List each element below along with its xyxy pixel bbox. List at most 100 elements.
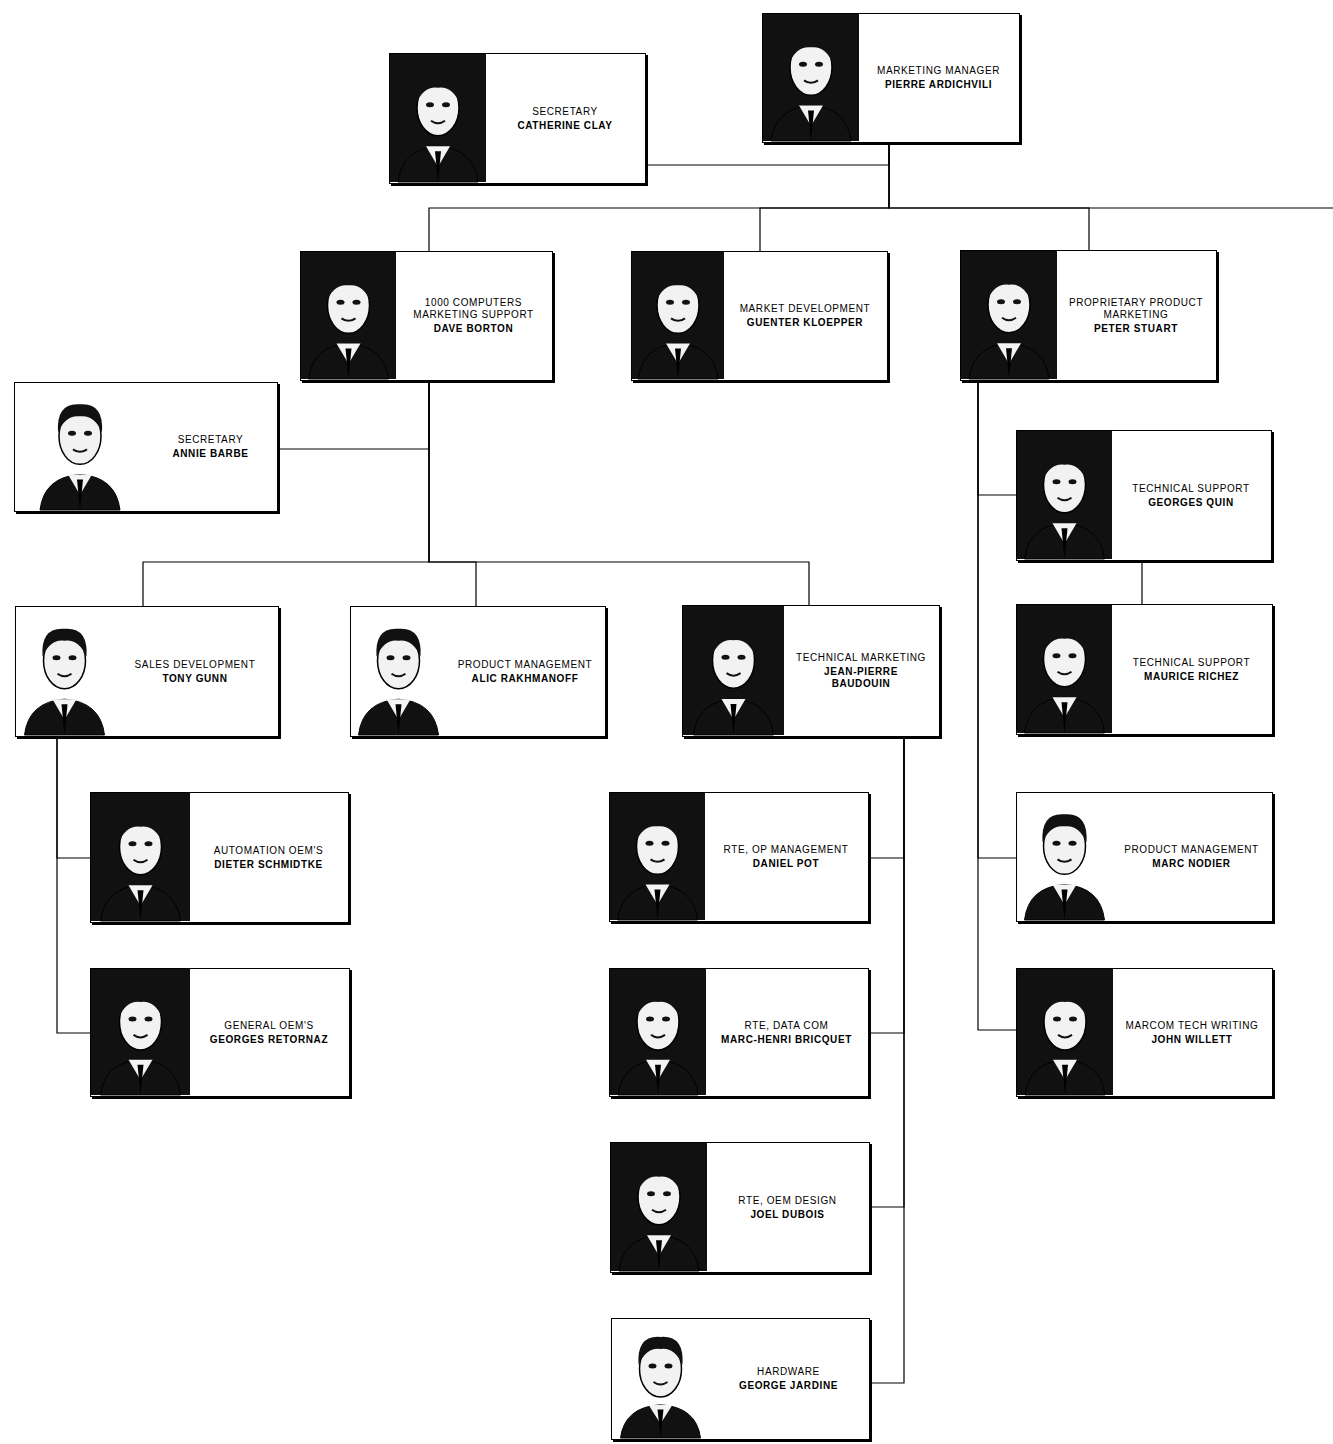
- job-title: RTE, DATA COM: [745, 1020, 829, 1032]
- text-panel: RTE, OEM DESIGN JOEL DUBOIS: [707, 1143, 868, 1272]
- org-line: [57, 737, 90, 1033]
- org-box: SECRETARYANNIE BARBE: [14, 382, 278, 512]
- portrait-photo: [612, 1319, 709, 1439]
- job-title: TECHNICAL MARKETING: [796, 652, 926, 664]
- org-line: [278, 381, 429, 449]
- org-line: [869, 737, 904, 1033]
- job-title: AUTOMATION OEM'S: [214, 845, 323, 857]
- org-line: [760, 143, 889, 251]
- portrait-photo: [1017, 605, 1112, 734]
- person-name: DAVE BORTON: [434, 323, 514, 335]
- job-title: SECRETARY: [178, 434, 244, 446]
- job-title: PRODUCT MANAGEMENT: [458, 659, 593, 671]
- person-name: JOEL DUBOIS: [750, 1209, 824, 1221]
- org-box: MARKET DEVELOPMENT GUENTER KLOEPPER: [631, 251, 888, 381]
- job-title: TECHNICAL SUPPORT: [1132, 483, 1249, 495]
- person-name: MARC NODIER: [1152, 858, 1230, 870]
- portrait-photo: [1017, 793, 1112, 921]
- org-line: [978, 381, 1016, 495]
- org-box: SALES DEVELOPMENT TONY GUNN: [15, 606, 279, 737]
- portrait-photo: [763, 14, 859, 142]
- text-panel: MARKETING MANAGER PIERRE ARDICHVILI: [859, 14, 1018, 142]
- org-box: RTE, DATA COM MARC-HENRI BRICQUET: [609, 968, 869, 1097]
- org-box: TECHNICAL MARKETING JEAN-PIERRE BAUDOUIN: [682, 605, 940, 737]
- person-name: JEAN-PIERRE BAUDOUIN: [794, 666, 928, 690]
- text-panel: SALES DEVELOPMENT TONY GUNN: [113, 607, 277, 736]
- job-title: GENERAL OEM'S: [224, 1020, 313, 1032]
- person-name: GUENTER KLOEPPER: [747, 317, 863, 329]
- org-box: PRODUCT MANAGEMENT ALIC RAKHMANOFF: [350, 606, 606, 737]
- org-box: MARKETING MANAGER PIERRE ARDICHVILI: [762, 13, 1020, 143]
- person-name: PIERRE ARDICHVILI: [885, 79, 992, 91]
- job-title: SECRETARY: [532, 106, 598, 118]
- job-title: SALES DEVELOPMENT: [135, 659, 256, 671]
- text-panel: SECRETARY CATHERINE CLAY: [486, 54, 644, 183]
- portrait-photo: [301, 252, 396, 380]
- org-line: [869, 737, 904, 858]
- person-name: DANIEL POT: [753, 858, 819, 870]
- org-box: AUTOMATION OEM'S DIETER SCHMIDTKE: [90, 792, 349, 923]
- org-line: [889, 143, 1089, 250]
- text-panel: GENERAL OEM'S GEORGES RETORNAZ: [190, 969, 348, 1096]
- text-panel: TECHNICAL MARKETING JEAN-PIERRE BAUDOUIN: [784, 606, 938, 736]
- portrait-photo: [610, 969, 706, 1096]
- text-panel: MARCOM TECH WRITING JOHN WILLETT: [1113, 969, 1271, 1096]
- text-panel: 1000 COMPUTERS MARKETING SUPPORTDAVE BOR…: [396, 252, 551, 380]
- org-box: 1000 COMPUTERS MARKETING SUPPORTDAVE BOR…: [300, 251, 553, 381]
- org-line: [978, 381, 1016, 1030]
- job-title: RTE, OEM DESIGN: [738, 1195, 836, 1207]
- org-box: TECHNICAL SUPPORT MAURICE RICHEZ: [1016, 604, 1273, 735]
- person-name: TONY GUNN: [162, 673, 227, 685]
- portrait-photo: [351, 607, 446, 736]
- org-line: [870, 737, 904, 1207]
- portrait-photo: [390, 54, 486, 183]
- job-title: RTE, OP MANAGEMENT: [724, 844, 849, 856]
- org-line: [429, 381, 809, 605]
- org-box: RTE, OP MANAGEMENT DANIEL POT: [609, 792, 869, 922]
- portrait-photo: [1017, 431, 1112, 560]
- portrait-photo: [610, 793, 705, 921]
- portrait-photo: [611, 1143, 707, 1272]
- org-box: HARDWAREGEORGE JARDINE: [611, 1318, 870, 1440]
- text-panel: AUTOMATION OEM'S DIETER SCHMIDTKE: [190, 793, 347, 922]
- person-name: GEORGES QUIN: [1148, 497, 1234, 509]
- text-panel: PRODUCT MANAGEMENT MARC NODIER: [1112, 793, 1271, 921]
- org-line: [429, 381, 476, 606]
- text-panel: MARKET DEVELOPMENT GUENTER KLOEPPER: [724, 252, 886, 380]
- job-title: PRODUCT MANAGEMENT: [1124, 844, 1259, 856]
- person-name: MAURICE RICHEZ: [1144, 671, 1239, 683]
- text-panel: SECRETARYANNIE BARBE: [145, 383, 276, 511]
- org-line: [57, 737, 90, 858]
- person-name: JOHN WILLETT: [1151, 1034, 1232, 1046]
- person-name: DIETER SCHMIDTKE: [214, 859, 323, 871]
- org-box: PRODUCT MANAGEMENT MARC NODIER: [1016, 792, 1273, 922]
- text-panel: PROPRIETARY PRODUCT MARKETING PETER STUAR…: [1057, 251, 1215, 380]
- text-panel: RTE, DATA COM MARC-HENRI BRICQUET: [706, 969, 867, 1096]
- person-name: GEORGE JARDINE: [739, 1380, 838, 1392]
- text-panel: TECHNICAL SUPPORT MAURICE RICHEZ: [1112, 605, 1271, 734]
- org-line: [646, 143, 889, 165]
- person-name: GEORGES RETORNAZ: [210, 1034, 328, 1046]
- person-name: CATHERINE CLAY: [517, 120, 612, 132]
- person-name: ALIC RAKHMANOFF: [472, 673, 579, 685]
- org-line: [978, 381, 1016, 858]
- org-box: TECHNICAL SUPPORT GEORGES QUIN: [1016, 430, 1272, 561]
- portrait-photo: [91, 793, 190, 922]
- org-box: SECRETARY CATHERINE CLAY: [389, 53, 646, 184]
- portrait-photo: [683, 606, 784, 736]
- job-title: TECHNICAL SUPPORT: [1133, 657, 1250, 669]
- portrait-photo: [632, 252, 724, 380]
- job-title: PROPRIETARY PRODUCT MARKETING: [1067, 297, 1205, 321]
- person-name: PETER STUART: [1094, 323, 1178, 335]
- text-panel: HARDWAREGEORGE JARDINE: [709, 1319, 868, 1439]
- job-title: MARKETING MANAGER: [877, 65, 1000, 77]
- job-title: MARCOM TECH WRITING: [1126, 1020, 1259, 1032]
- org-box: PROPRIETARY PRODUCT MARKETING PETER STUAR…: [960, 250, 1217, 381]
- person-name: MARC-HENRI BRICQUET: [721, 1034, 852, 1046]
- job-title: MARKET DEVELOPMENT: [740, 303, 871, 315]
- portrait-photo: [16, 607, 113, 736]
- org-box: RTE, OEM DESIGN JOEL DUBOIS: [610, 1142, 870, 1273]
- text-panel: RTE, OP MANAGEMENT DANIEL POT: [705, 793, 867, 921]
- org-box: GENERAL OEM'S GEORGES RETORNAZ: [90, 968, 350, 1097]
